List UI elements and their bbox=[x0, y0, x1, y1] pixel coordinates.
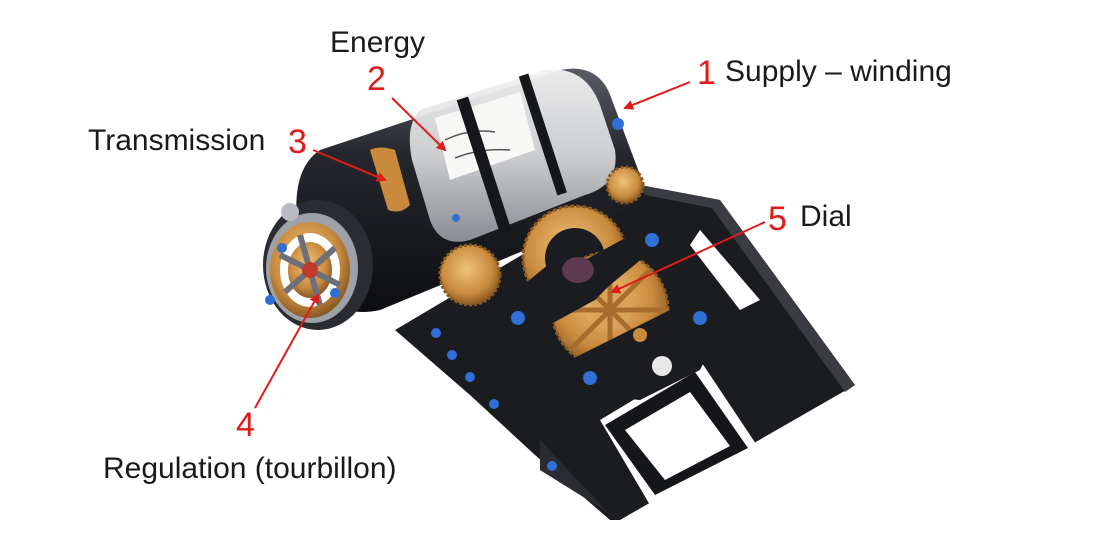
arrow-transmission bbox=[312, 149, 387, 182]
barrel-cylinder bbox=[296, 68, 641, 312]
label-regulation: Regulation (tourbillon) bbox=[103, 452, 397, 485]
label-dial: Dial bbox=[800, 200, 852, 233]
tourbillon-assembly bbox=[263, 200, 373, 330]
number-dial: 5 bbox=[768, 200, 787, 238]
number-energy: 2 bbox=[367, 60, 386, 98]
number-transmission: 3 bbox=[288, 123, 307, 161]
number-regulation: 4 bbox=[236, 406, 255, 444]
arrow-regulation bbox=[254, 293, 319, 409]
dial-bridge bbox=[505, 230, 720, 400]
blue-screws bbox=[431, 118, 707, 471]
arrow-supply bbox=[623, 81, 691, 110]
arrow-energy bbox=[391, 97, 447, 152]
label-energy: Energy bbox=[330, 26, 426, 59]
label-supply: Supply – winding bbox=[725, 55, 952, 88]
number-supply: 1 bbox=[697, 54, 716, 92]
callout-arrows bbox=[254, 81, 766, 409]
arrow-dial bbox=[610, 221, 766, 294]
label-transmission: Transmission bbox=[88, 124, 266, 157]
